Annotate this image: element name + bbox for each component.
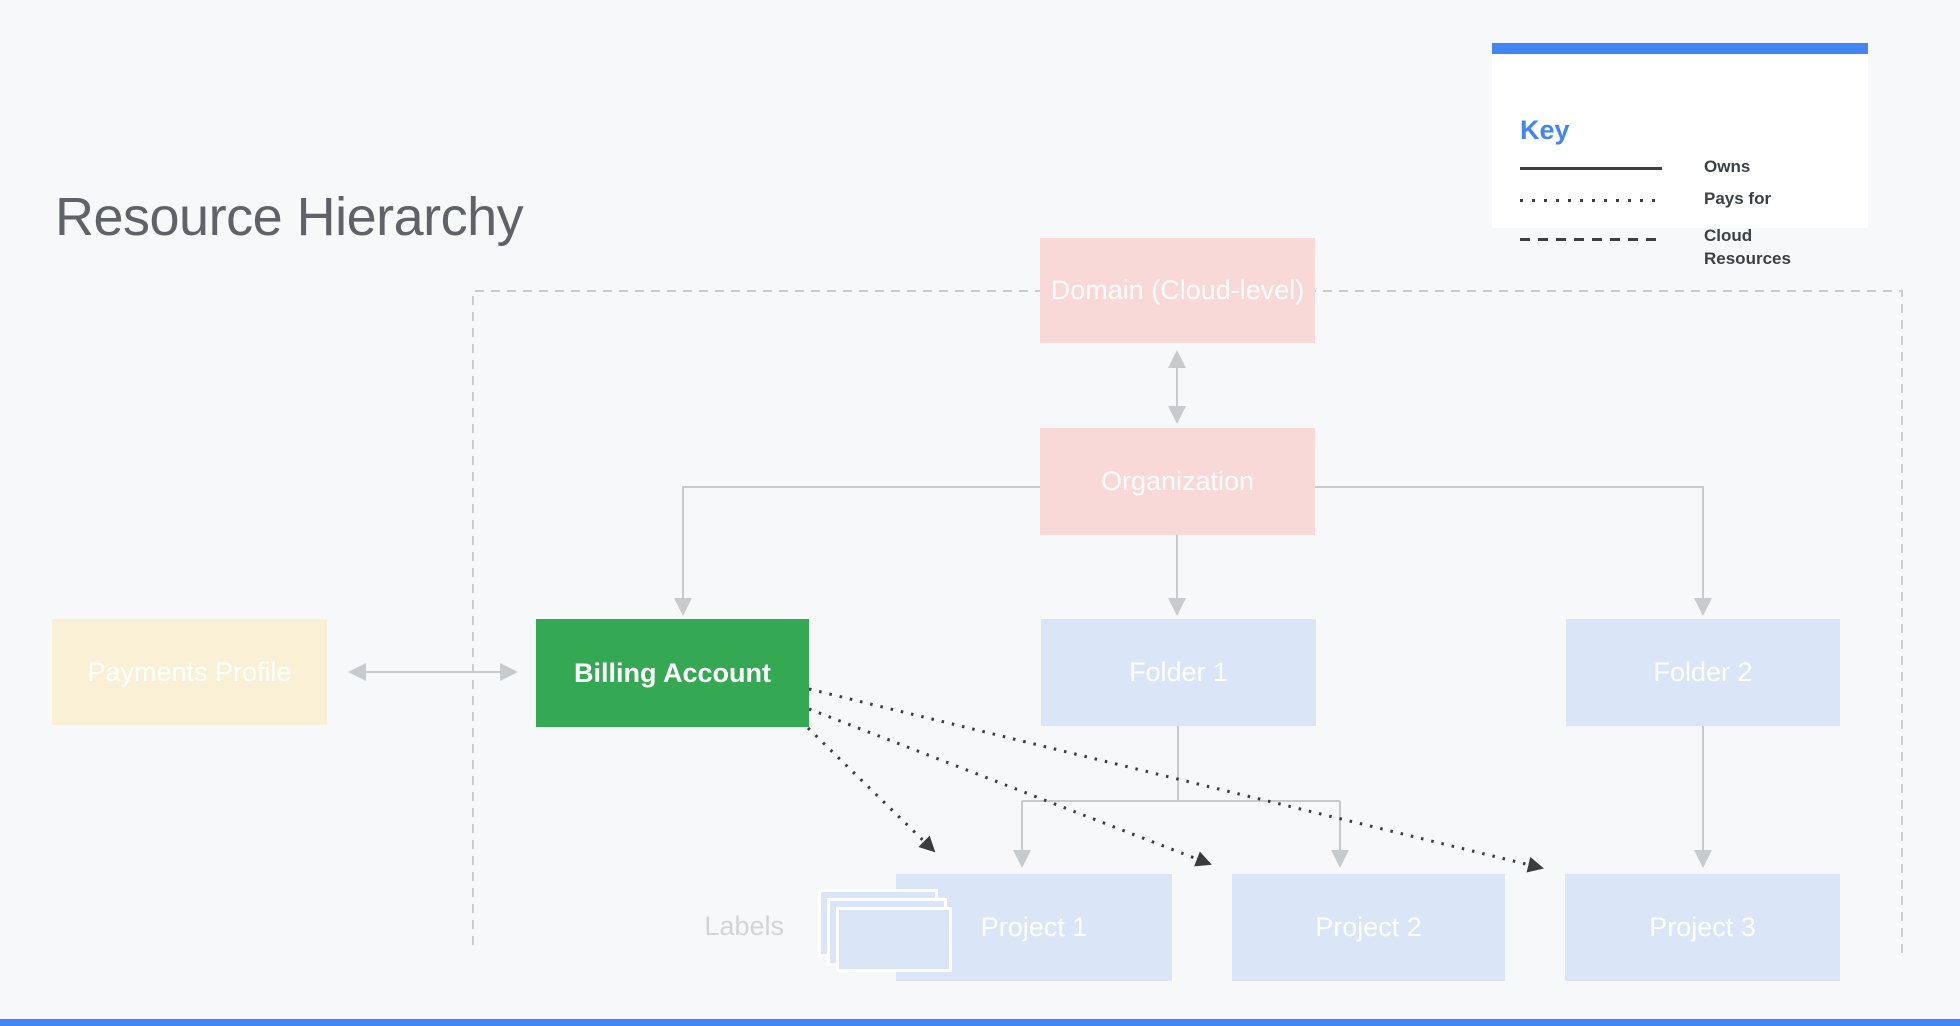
- node-organization: Organization: [1040, 428, 1315, 535]
- edge-organization-billing: [674, 486, 1040, 616]
- edge-organization-folder2: [1315, 486, 1712, 616]
- page-title: Resource Hierarchy: [55, 187, 524, 247]
- legend-pays-for-label: Pays for: [1704, 189, 1772, 208]
- node-folder-1: Folder 1: [1041, 619, 1316, 726]
- node-folder-2: Folder 2: [1566, 619, 1840, 726]
- label-card-front: [836, 907, 952, 972]
- legend-cloud-resources-label: Cloud Resources: [1704, 226, 1791, 268]
- edge-billing-project2: [808, 707, 1212, 867]
- legend-owns-label: Owns: [1704, 157, 1751, 176]
- legend-pays-for-line-icon: [1520, 199, 1662, 202]
- labels-caption: Labels: [704, 911, 784, 941]
- node-payments-profile: Payments Profile: [52, 619, 327, 725]
- node-billing-account: Billing Account: [536, 619, 809, 727]
- bottom-accent-bar: [0, 1019, 1960, 1026]
- edge-billing-project1: [806, 726, 936, 853]
- legend-accent-bar: [1492, 43, 1868, 54]
- node-project-2: Project 2: [1232, 874, 1505, 981]
- legend-owns-line-icon: [1520, 167, 1662, 170]
- legend-title: Key: [1520, 115, 1570, 145]
- legend-cloud-resources-line-icon: [1520, 238, 1662, 241]
- legend-key-box: Key Owns Pays for Cloud Resources: [1492, 43, 1868, 268]
- node-domain: Domain (Cloud-level): [1040, 238, 1315, 343]
- node-project-3: Project 3: [1565, 874, 1840, 981]
